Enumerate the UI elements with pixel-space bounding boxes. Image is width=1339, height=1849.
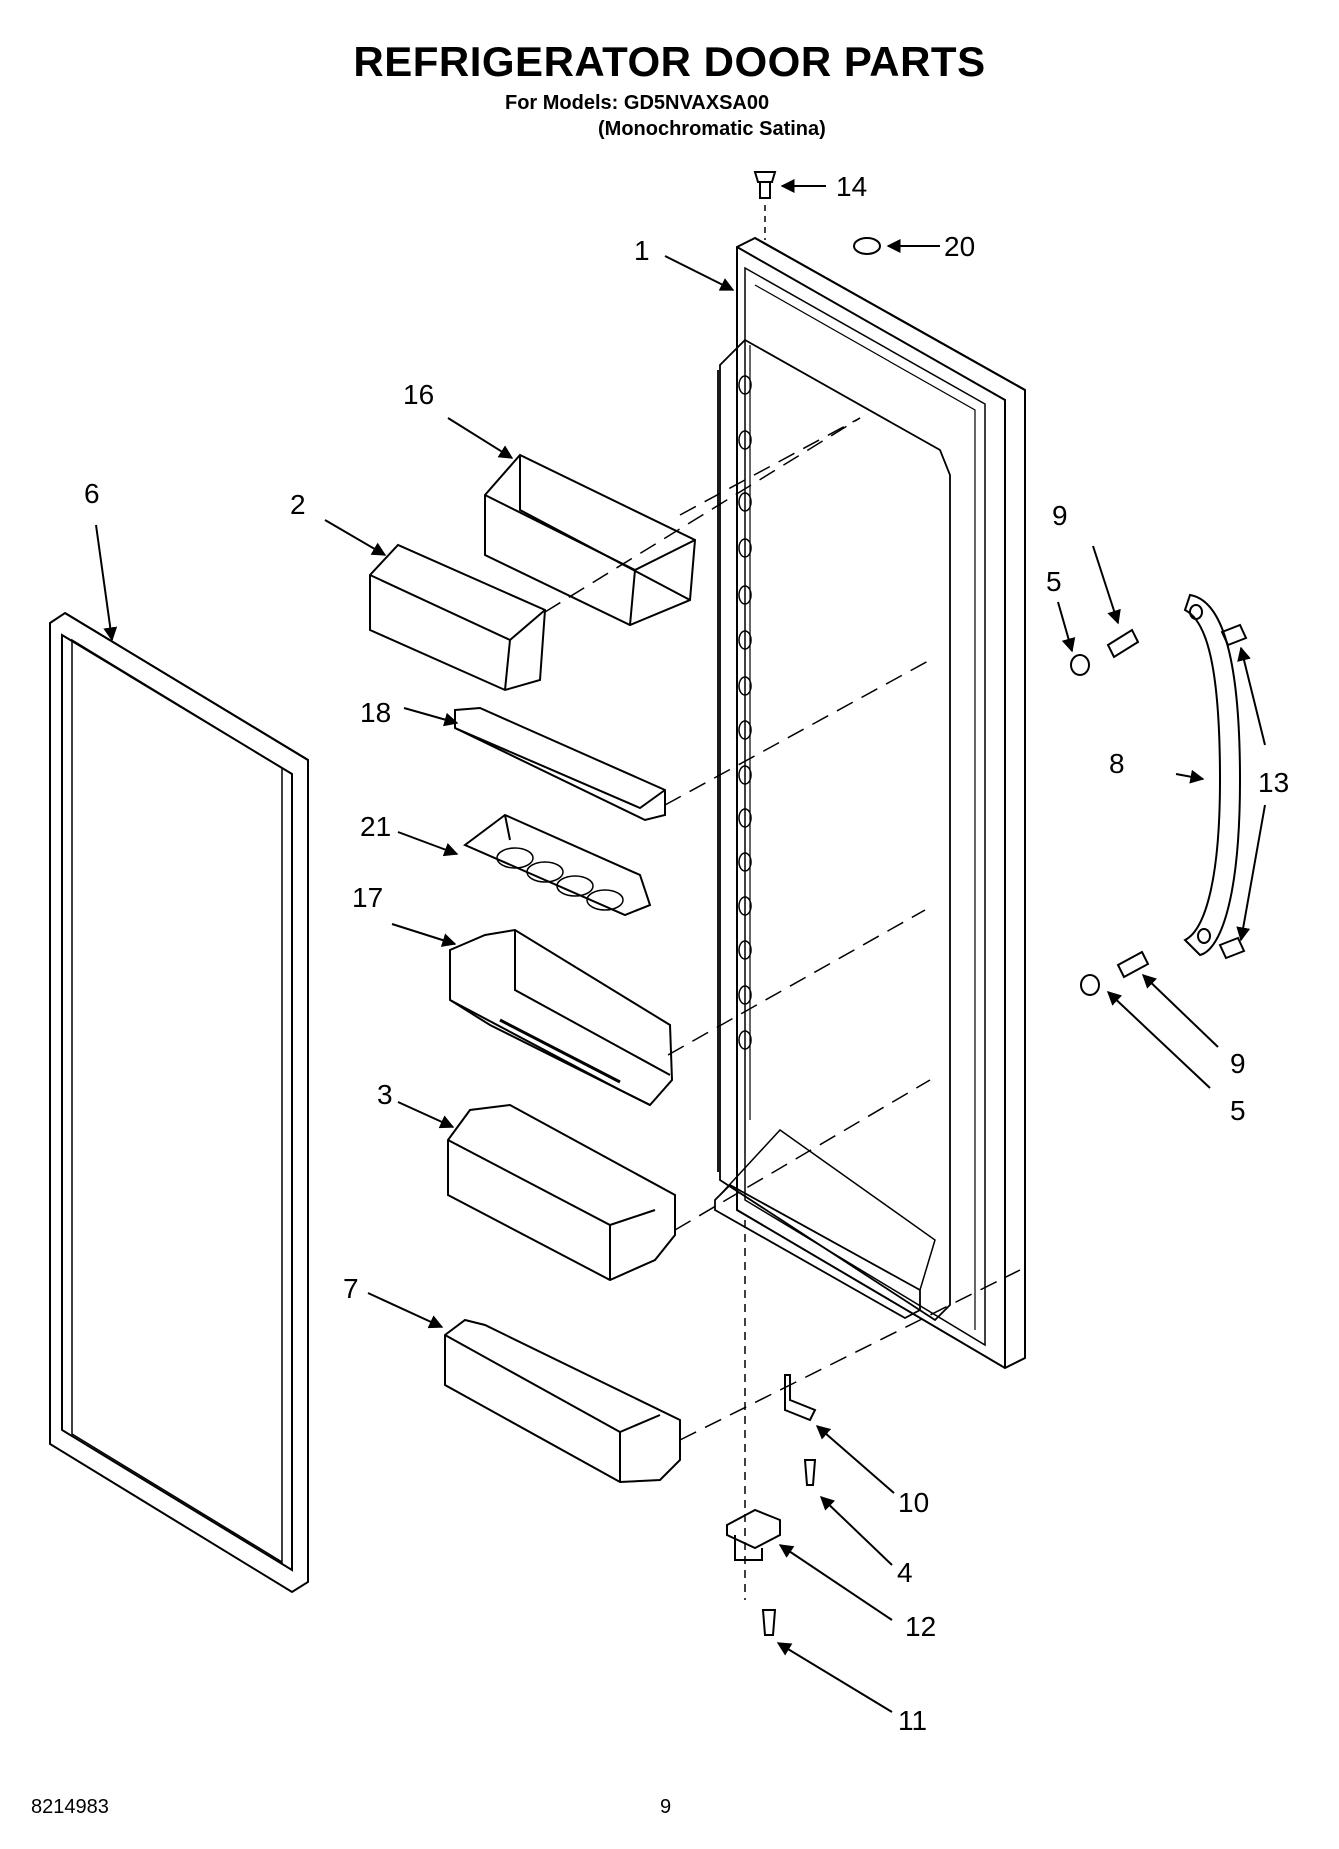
plug — [853, 237, 881, 255]
callout-10: 10 — [898, 1487, 929, 1518]
callout-5-upper: 5 — [1046, 566, 1062, 597]
callout-18: 18 — [360, 697, 391, 728]
callout-17: 17 — [352, 882, 383, 913]
egg-holder — [463, 813, 652, 917]
bottom-hinge-parts — [726, 1220, 817, 1636]
callout-9-upper: 9 — [1052, 500, 1068, 531]
hinge-pin — [753, 171, 777, 240]
assembly-leader-lines — [544, 417, 1021, 1441]
callout-13: 13 — [1258, 767, 1289, 798]
models-line: For Models: GD5NVAXSA00 — [505, 92, 770, 114]
callout-4: 4 — [897, 1557, 913, 1588]
callout-arrows — [95, 179, 1266, 1713]
deep-bin — [447, 1103, 676, 1282]
variant-line: (Monochromatic Satina) — [598, 118, 826, 140]
handle-screws — [1218, 623, 1248, 960]
callout-9-lower: 9 — [1230, 1048, 1246, 1079]
dairy-door — [369, 543, 547, 692]
callout-20: 20 — [944, 231, 975, 262]
door-gasket — [49, 611, 309, 1594]
door-bin — [449, 928, 674, 1107]
callout-7: 7 — [343, 1273, 359, 1304]
document-number: 8214983 — [31, 1796, 109, 1818]
callout-1: 1 — [634, 235, 650, 266]
callout-16: 16 — [403, 379, 434, 410]
callout-11: 11 — [898, 1705, 927, 1736]
callout-14: 14 — [836, 171, 867, 202]
callout-8: 8 — [1109, 748, 1125, 779]
callout-6: 6 — [84, 478, 100, 509]
dairy-bin — [484, 453, 697, 627]
door-assembly — [714, 236, 1026, 1370]
page-title: REFRIGERATOR DOOR PARTS — [353, 38, 986, 85]
handle — [1183, 593, 1242, 957]
callout-5-lower: 5 — [1230, 1095, 1246, 1126]
callout-21: 21 — [360, 811, 391, 842]
callout-12: 12 — [905, 1611, 936, 1642]
page-number: 9 — [660, 1796, 672, 1818]
door-shelf — [454, 706, 666, 822]
callout-3: 3 — [377, 1079, 393, 1110]
callout-2: 2 — [290, 489, 306, 520]
handle-mounting-hardware — [1070, 628, 1150, 996]
bottom-bin — [444, 1318, 681, 1484]
